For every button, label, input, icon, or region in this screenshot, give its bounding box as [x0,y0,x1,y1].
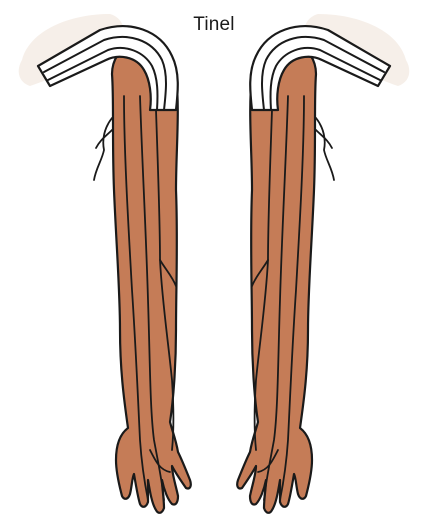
right-arm [237,14,409,513]
left-nerve-branch-upper [94,118,112,180]
left-arm [19,14,191,513]
right-nerve-branch-upper [316,118,334,180]
